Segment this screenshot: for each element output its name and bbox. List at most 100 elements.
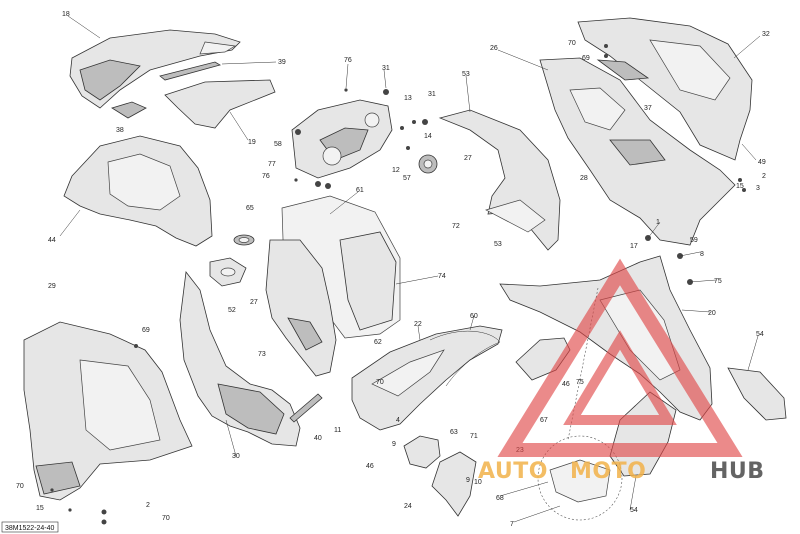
callout-65: 65	[246, 205, 254, 212]
callout-15: 15	[736, 183, 744, 190]
part-53-side-fairing	[438, 109, 561, 251]
callout-2: 2	[762, 173, 766, 180]
logo-text-moto: MOTO	[570, 459, 646, 484]
part-65-ring	[233, 234, 255, 246]
callout-70: 70	[568, 40, 576, 47]
callout-70d: 70	[376, 379, 384, 386]
callout-67: 67	[540, 417, 548, 424]
callout-59: 59	[690, 237, 698, 244]
part-29-left-side-fairing	[23, 321, 193, 501]
automotohub-watermark-logo: AUTO MOTO HUB	[478, 258, 765, 484]
callout-29: 29	[48, 283, 56, 290]
callout-31b: 31	[428, 91, 436, 98]
part-27-73-lower-panel	[265, 239, 337, 377]
callout-44: 44	[48, 237, 56, 244]
callout-13: 13	[404, 95, 412, 102]
callout-62: 62	[374, 339, 382, 346]
callout-69b: 69	[142, 327, 150, 334]
logo-text-hub: HUB	[710, 459, 765, 484]
part-57-connector-ring	[418, 154, 438, 174]
callout-12: 12	[392, 167, 400, 174]
callout-60: 60	[470, 313, 478, 320]
callout-8: 8	[700, 251, 704, 258]
part-44-front-fairing	[63, 135, 213, 247]
callout-1: 1	[656, 219, 660, 226]
part-38-vent-grille	[111, 101, 147, 119]
part-30-lower-fairing	[179, 270, 301, 447]
callout-15b: 15	[36, 505, 44, 512]
callout-52: 52	[228, 307, 236, 314]
callout-72: 72	[452, 223, 460, 230]
callout-75: 75	[714, 278, 722, 285]
callout-76b: 76	[262, 173, 270, 180]
part-37-vent-grille	[596, 59, 650, 81]
part-54-lower-trim	[727, 367, 787, 421]
callout-63: 63	[450, 429, 458, 436]
part-58-headlight-assembly	[291, 99, 393, 179]
callout-2b: 2	[146, 502, 150, 509]
callout-54: 54	[756, 331, 764, 338]
part-32-upper-right-fairing	[577, 17, 753, 161]
callout-19: 19	[248, 139, 256, 146]
callout-53b: 53	[494, 241, 502, 248]
callout-77: 77	[268, 161, 276, 168]
callout-46b: 46	[562, 381, 570, 388]
callout-53: 53	[462, 71, 470, 78]
callout-38: 38	[116, 127, 124, 134]
callout-17: 17	[630, 243, 638, 250]
part-26-right-side-fairing	[539, 57, 736, 246]
callout-68: 68	[496, 495, 504, 502]
callout-7: 7	[510, 521, 514, 528]
callout-32: 32	[762, 31, 770, 38]
callout-73: 73	[258, 351, 266, 358]
callout-70b: 70	[16, 483, 24, 490]
callout-70c: 70	[162, 515, 170, 522]
callout-31: 31	[382, 65, 390, 72]
callout-28: 28	[580, 175, 588, 182]
reference-code-box: 38M1522-24-40	[1, 521, 59, 533]
callout-26: 26	[490, 45, 498, 52]
callout-46: 46	[366, 463, 374, 470]
logo-triangle-inner	[563, 330, 677, 425]
part-20-right-lower-fairing	[499, 255, 713, 421]
callout-69: 69	[582, 55, 590, 62]
callout-61: 61	[356, 187, 364, 194]
part-24-mirror-stem	[431, 451, 477, 517]
callout-11: 11	[334, 427, 341, 434]
part-46-mirror-lower	[403, 435, 441, 469]
reference-code: 38M1522-24-40	[5, 525, 55, 532]
callout-3: 3	[756, 185, 760, 192]
part-52-bracket	[209, 257, 247, 287]
callout-27b: 27	[250, 299, 258, 306]
callout-30: 30	[232, 453, 240, 460]
part-40-bracket-bar	[289, 393, 323, 423]
callout-37: 37	[644, 105, 652, 112]
leader-lines	[59, 15, 761, 523]
small-fasteners-headlight	[294, 88, 428, 189]
callout-10: 10	[474, 479, 482, 486]
part-22-center-fairing	[351, 325, 503, 431]
callout-4: 4	[396, 417, 400, 424]
logo-triangle-outer	[497, 258, 743, 457]
callout-75b: 75	[576, 379, 584, 386]
part-60-rim-strip	[429, 330, 501, 387]
part-39-trim-strip	[159, 61, 222, 81]
callout-27: 27	[464, 155, 472, 162]
callout-74: 74	[438, 273, 446, 280]
callout-9b: 9	[466, 477, 470, 484]
callout-14: 14	[424, 133, 432, 140]
callout-18: 18	[62, 11, 70, 18]
callout-40: 40	[314, 435, 322, 442]
part-19-cover-panel	[164, 79, 276, 129]
logo-text-auto: AUTO	[478, 459, 548, 484]
callout-22: 22	[414, 321, 422, 328]
callout-49: 49	[758, 159, 766, 166]
callout-20: 20	[708, 310, 716, 317]
part-18-upper-cowl	[69, 29, 241, 109]
callout-39: 39	[278, 59, 286, 66]
callout-71: 71	[470, 433, 478, 440]
callout-labels: 18 39 38 19 76 31 13 31 58 14 12 57 77 7…	[16, 11, 770, 528]
fasteners-part-29	[50, 344, 138, 525]
callout-54b: 54	[630, 507, 638, 514]
